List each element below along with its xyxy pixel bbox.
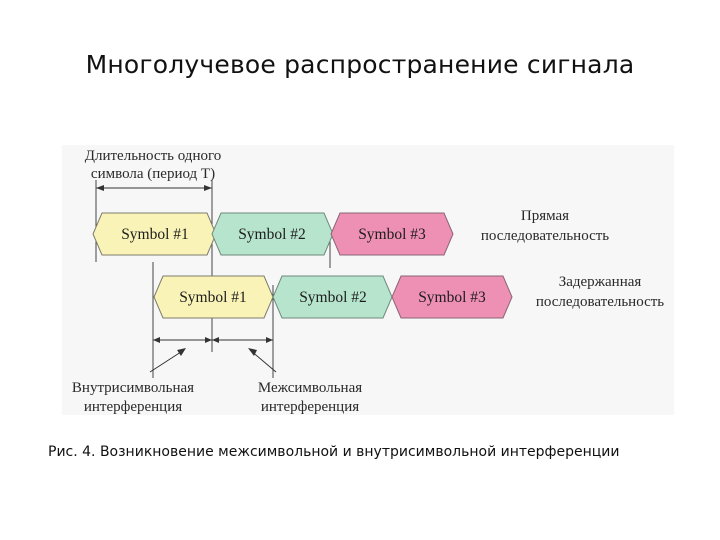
delayed-symbol-1-shape xyxy=(153,275,274,319)
direct-symbol-1: Symbol #1 xyxy=(92,212,217,256)
delayed-sequence-label-line1: Задержанная xyxy=(559,274,642,290)
intersymbol-arrowhead xyxy=(248,348,257,356)
intersymbol-interval-head-right xyxy=(266,337,273,343)
symbol-duration-label-line1: Длительность одного xyxy=(85,148,222,164)
intrasymbol-interval-head-right xyxy=(205,337,212,343)
period-arrowhead-left xyxy=(96,185,104,191)
delayed-symbol-2-shape xyxy=(272,275,393,319)
figure-caption: Рис. 4. Возникновение межсимвольной и вн… xyxy=(48,444,620,460)
delayed-symbol-1: Symbol #1 xyxy=(153,275,274,319)
delayed-sequence-label-line2: последовательность xyxy=(536,294,664,310)
delayed-symbol-1-label: Symbol #1 xyxy=(179,289,247,306)
delayed-symbol-3-label: Symbol #3 xyxy=(418,289,486,306)
direct-symbol-1-label: Symbol #1 xyxy=(121,226,189,243)
direct-symbol-3-label: Symbol #3 xyxy=(358,226,426,243)
direct-symbol-2: Symbol #2 xyxy=(211,212,334,256)
symbol-duration-label-line2: символа (период T) xyxy=(91,166,215,182)
delayed-symbol-2: Symbol #2 xyxy=(272,275,393,319)
direct-symbol-1-shape xyxy=(92,212,217,256)
intrasymbol-label-line1: Внутрисимвольная xyxy=(72,380,194,396)
direct-sequence-label-line2: последовательность xyxy=(481,228,609,244)
direct-symbol-2-label: Symbol #2 xyxy=(238,226,306,243)
intrasymbol-arrowhead xyxy=(177,348,186,356)
delayed-symbol-3: Symbol #3 xyxy=(391,275,513,319)
intersymbol-label-line1: Межсимвольная xyxy=(258,380,362,396)
slide-title: Многолучевое распространение сигнала xyxy=(85,50,635,79)
direct-symbol-2-shape xyxy=(211,212,334,256)
intrasymbol-arrow xyxy=(149,349,185,373)
intersymbol-label-line2: интерференция xyxy=(261,399,359,415)
delayed-symbol-3-shape xyxy=(391,275,513,319)
direct-sequence-label-line1: Прямая xyxy=(521,208,569,224)
direct-symbol-3: Symbol #3 xyxy=(330,212,454,256)
intersymbol-interval-head-left xyxy=(212,337,219,343)
delayed-symbol-2-label: Symbol #2 xyxy=(299,289,367,306)
intrasymbol-label-line2: интерференция xyxy=(84,399,182,415)
intrasymbol-interval-head-left xyxy=(153,337,160,343)
direct-symbol-3-shape xyxy=(330,212,454,256)
period-arrowhead-right xyxy=(204,185,212,191)
